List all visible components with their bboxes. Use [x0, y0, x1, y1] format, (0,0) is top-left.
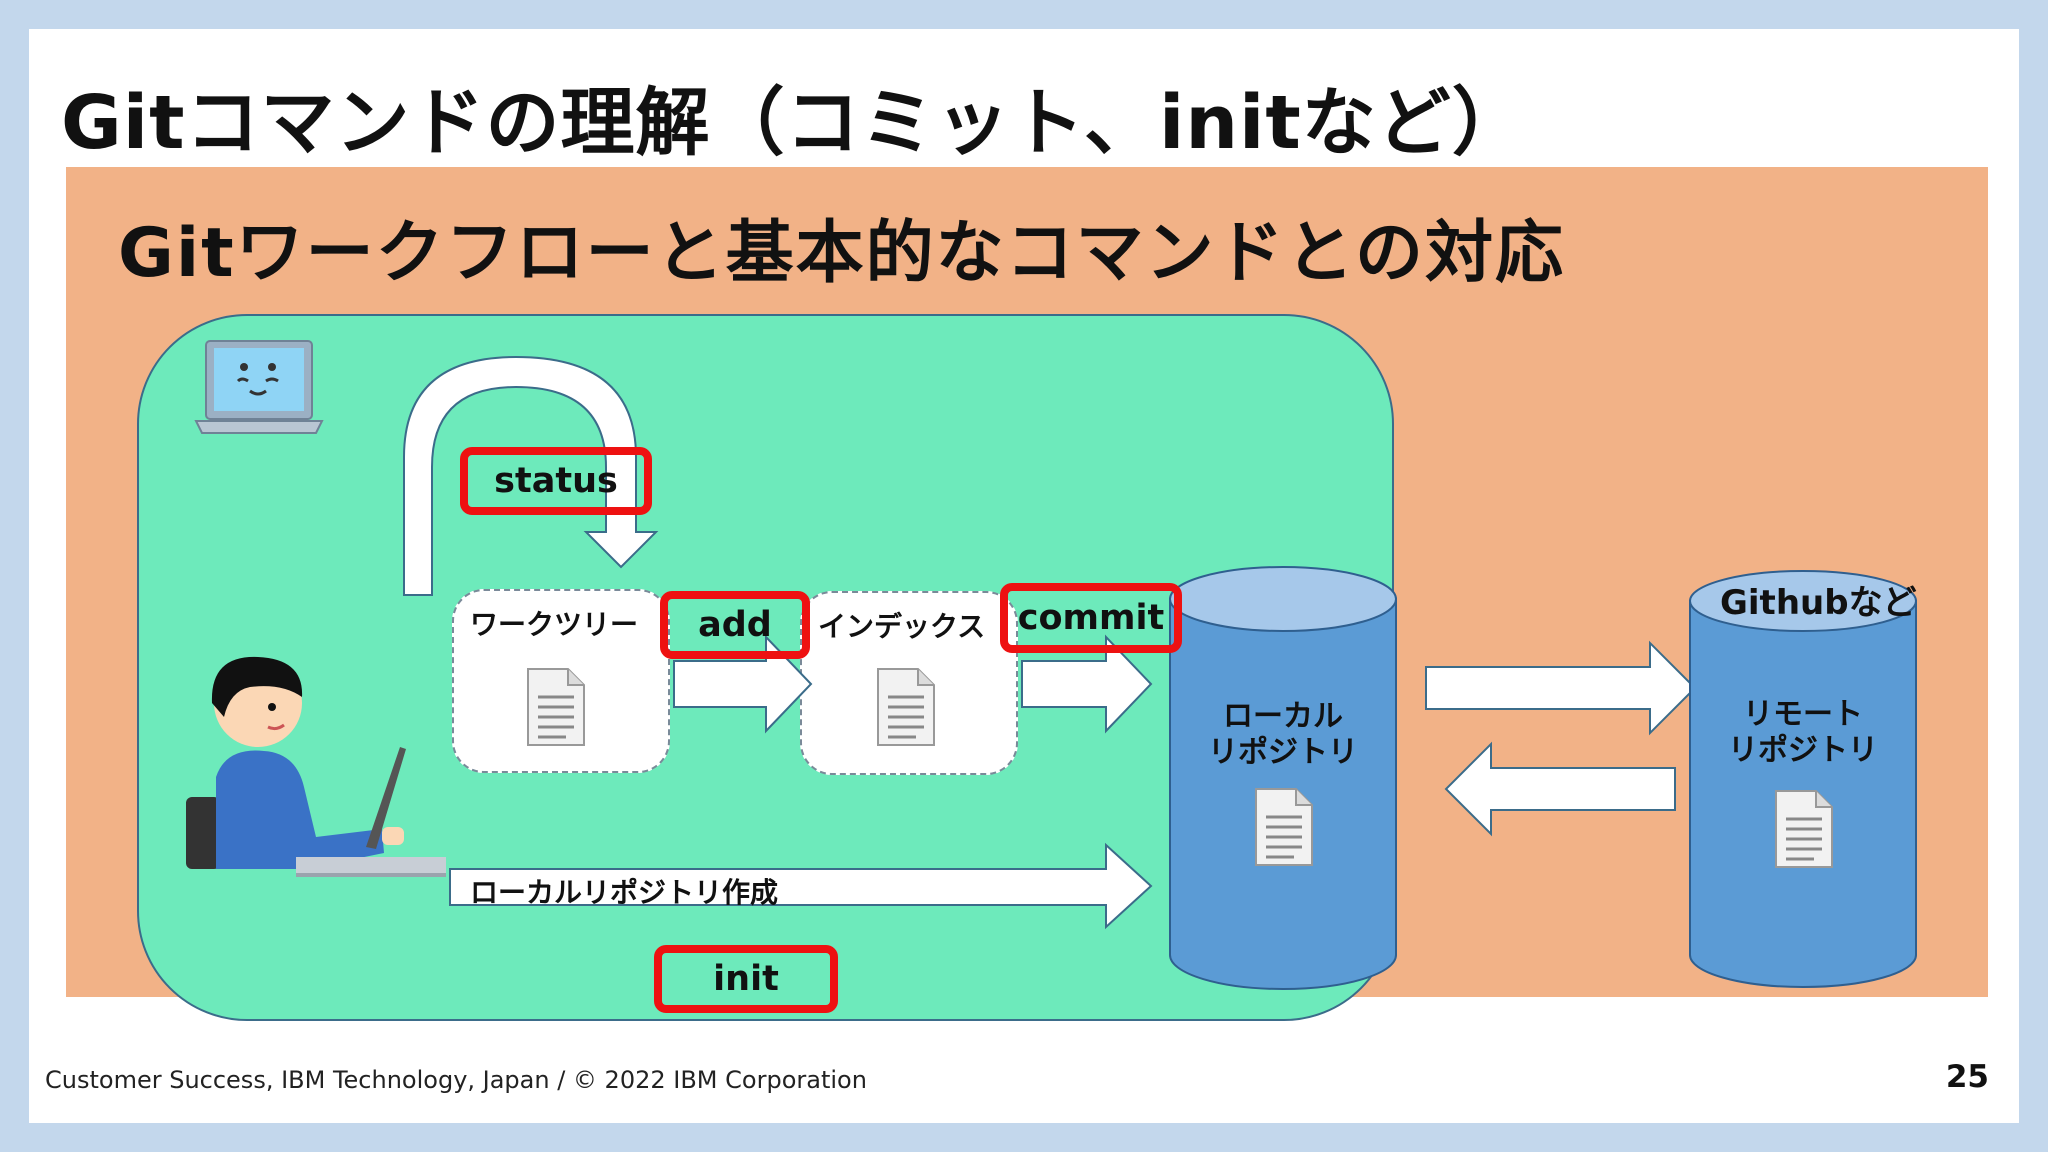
page-number: 25	[1945, 1059, 1989, 1095]
diagram-panel: Gitワークフローと基本的なコマンドとの対応	[66, 167, 1988, 1021]
slide: Gitコマンドの理解（コミット、initなど） Gitワークフローと基本的なコマ…	[29, 29, 2019, 1123]
document-icon	[527, 668, 585, 746]
slide-title: Gitコマンドの理解（コミット、initなど）	[61, 80, 1527, 166]
add-command-highlight: add	[660, 591, 810, 659]
diagram-subtitle: Gitワークフローと基本的なコマンドとの対応	[118, 214, 1565, 293]
remote-host-label: Githubなど	[1720, 583, 1917, 623]
remote-repository-label: リモート リポジトリ	[1728, 697, 1878, 768]
index-label: インデックス	[818, 610, 986, 643]
flow-arrows	[449, 634, 1697, 930]
local-repository-cylinder	[1169, 566, 1397, 990]
status-command-highlight: status	[460, 447, 652, 515]
init-command-highlight: init	[654, 945, 838, 1013]
create-local-repo-label: ローカルリポジトリ作成	[470, 876, 779, 909]
footer-copyright: Customer Success, IBM Technology, Japan …	[45, 1066, 867, 1094]
remote-repository-cylinder	[1689, 570, 1917, 988]
person-at-computer-icon	[186, 656, 446, 877]
status-loop-arrow	[403, 355, 659, 596]
document-icon	[1255, 788, 1313, 866]
document-icon	[877, 668, 935, 746]
laptop-face-icon	[194, 340, 324, 434]
local-repository-label: ローカル リポジトリ	[1208, 699, 1358, 770]
work-tree-label: ワークツリー	[470, 608, 639, 641]
commit-command-highlight: commit	[1000, 583, 1182, 653]
document-icon	[1775, 790, 1833, 868]
